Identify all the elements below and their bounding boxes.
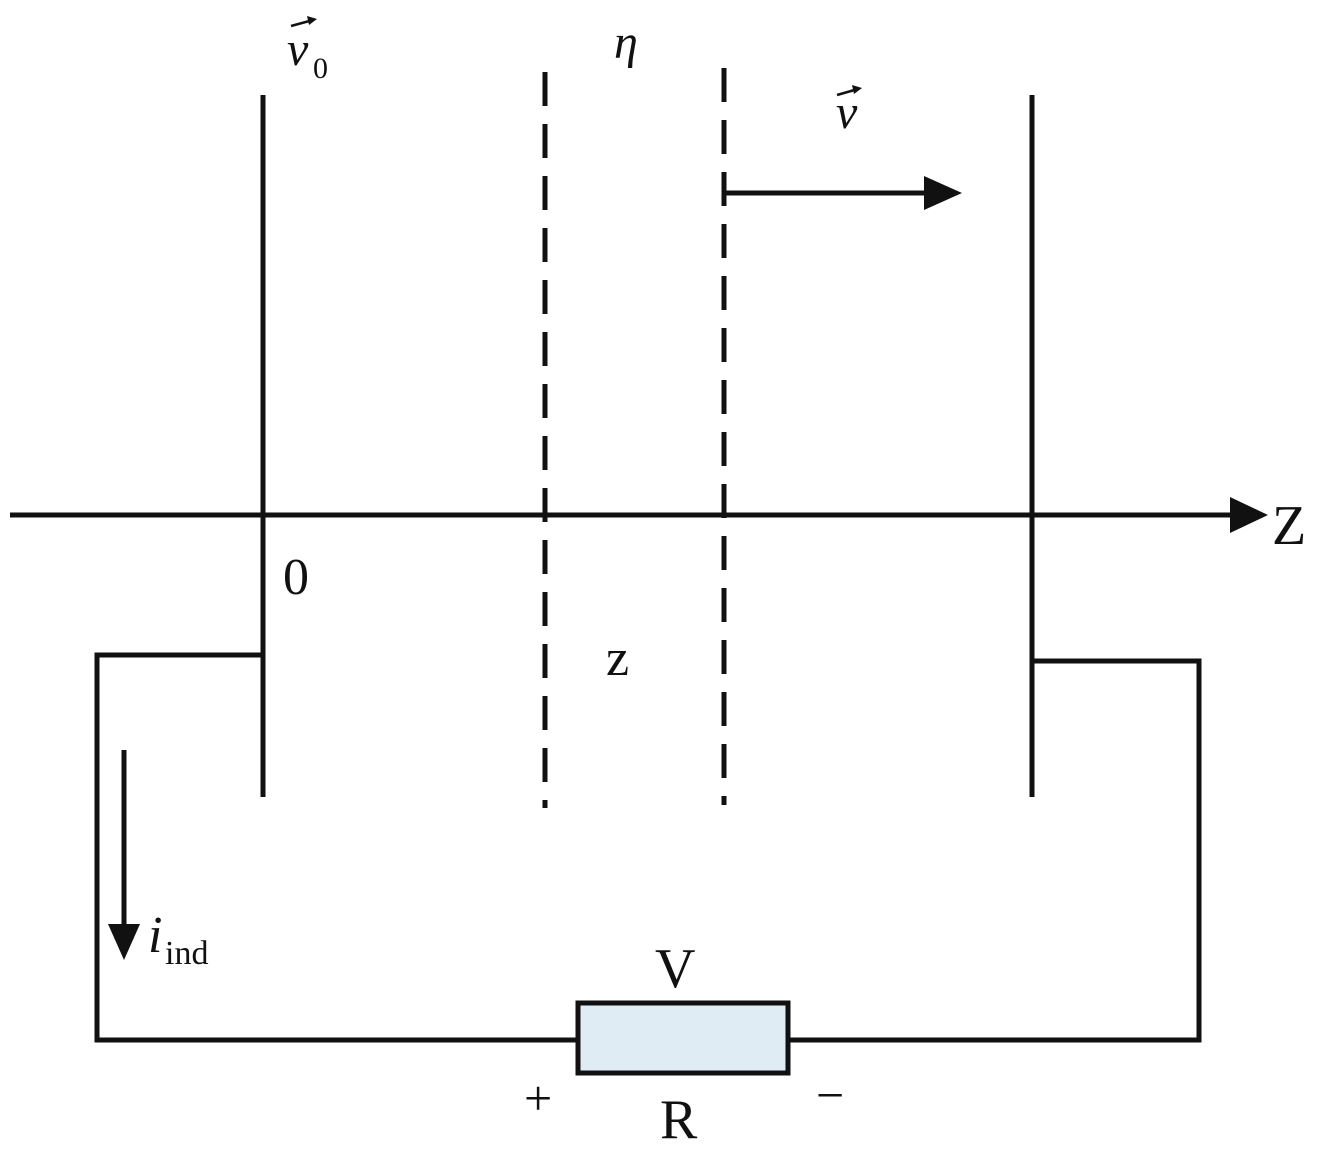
current-symbol: i bbox=[148, 907, 162, 964]
z-axis-arrowhead bbox=[1230, 497, 1268, 533]
label-eta: η bbox=[614, 16, 638, 69]
v-symbol: v bbox=[836, 86, 858, 139]
label-z: z bbox=[606, 630, 629, 687]
label-v0: v 0 bbox=[287, 16, 328, 85]
label-plus: + bbox=[524, 1070, 552, 1126]
v0-vector-tip bbox=[307, 16, 317, 25]
velocity-arrowhead bbox=[924, 176, 962, 210]
label-voltage: V bbox=[655, 938, 695, 1000]
label-resistor: R bbox=[660, 1089, 698, 1151]
label-origin: 0 bbox=[283, 549, 309, 606]
circuit-wire-left bbox=[94, 652, 578, 1043]
label-minus: − bbox=[816, 1067, 844, 1123]
label-axis-z: Z bbox=[1272, 495, 1306, 557]
current-subscript: ind bbox=[165, 935, 208, 972]
v0-subscript: 0 bbox=[313, 52, 328, 85]
v0-symbol: v bbox=[287, 23, 309, 76]
label-current: i ind bbox=[148, 907, 208, 972]
v-vector-tip bbox=[852, 85, 862, 94]
circuit-wire-right bbox=[788, 658, 1202, 1043]
label-v: v bbox=[836, 85, 862, 139]
resistor bbox=[575, 1000, 791, 1076]
current-arrowhead bbox=[108, 924, 140, 960]
